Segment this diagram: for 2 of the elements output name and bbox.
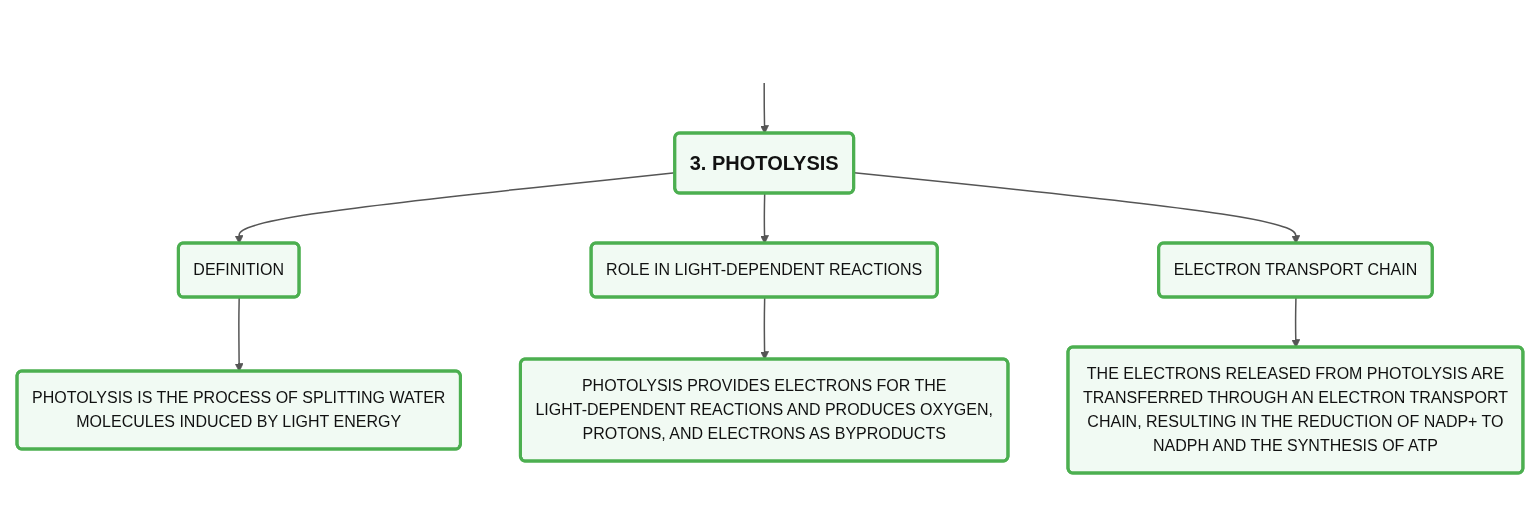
arrow	[760, 82, 769, 134]
arrow	[853, 172, 1301, 244]
